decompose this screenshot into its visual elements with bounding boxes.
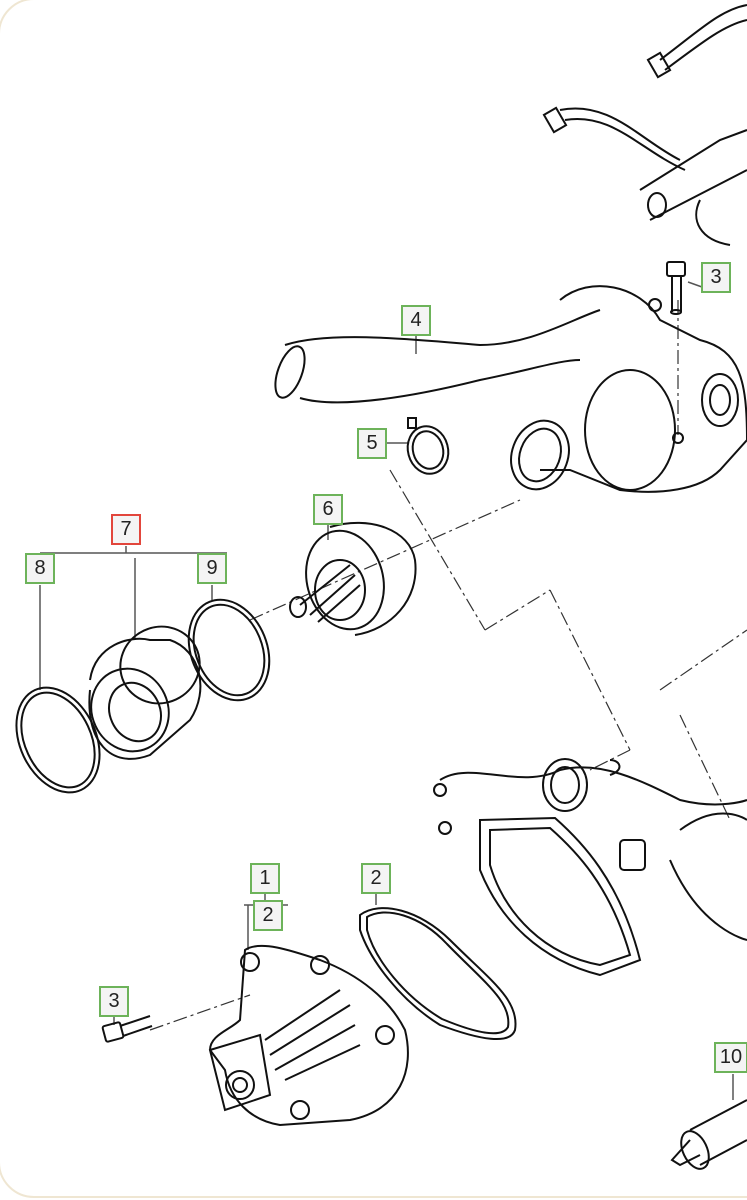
engine-block xyxy=(433,758,747,977)
callout-1-water-pump[interactable]: 1 xyxy=(250,863,280,894)
bolt-icon xyxy=(666,261,686,315)
callout-3-bolt[interactable]: 3 xyxy=(99,986,129,1017)
callout-9-seal[interactable]: 9 xyxy=(197,553,227,584)
pump-gasket xyxy=(359,907,517,1041)
callout-2-gasket[interactable]: 2 xyxy=(253,900,283,931)
callout-7-adapter-selected[interactable]: 7 xyxy=(111,514,141,545)
callout-10-sealant[interactable]: 10 xyxy=(714,1042,747,1073)
adapter-housing xyxy=(88,625,202,760)
callout-5-clip[interactable]: 5 xyxy=(357,428,387,459)
callout-2-gasket[interactable]: 2 xyxy=(361,863,391,894)
callout-4-hose[interactable]: 4 xyxy=(401,305,431,336)
assembly-axis-lines xyxy=(149,300,747,1031)
coolant-hose xyxy=(274,309,601,404)
thermostat-housing xyxy=(510,285,747,493)
callout-3-bolt[interactable]: 3 xyxy=(701,262,731,293)
bolt-icon xyxy=(101,1015,153,1043)
thermostat xyxy=(289,521,417,636)
callout-6-thermostat[interactable]: 6 xyxy=(313,494,343,525)
callout-8-seal[interactable]: 8 xyxy=(25,553,55,584)
sealant-tube xyxy=(670,1099,747,1170)
wiring-harness xyxy=(542,4,747,246)
water-pump xyxy=(208,944,409,1127)
hose-clip xyxy=(406,417,450,475)
o-ring-8 xyxy=(15,686,101,794)
o-ring-9 xyxy=(187,598,271,702)
